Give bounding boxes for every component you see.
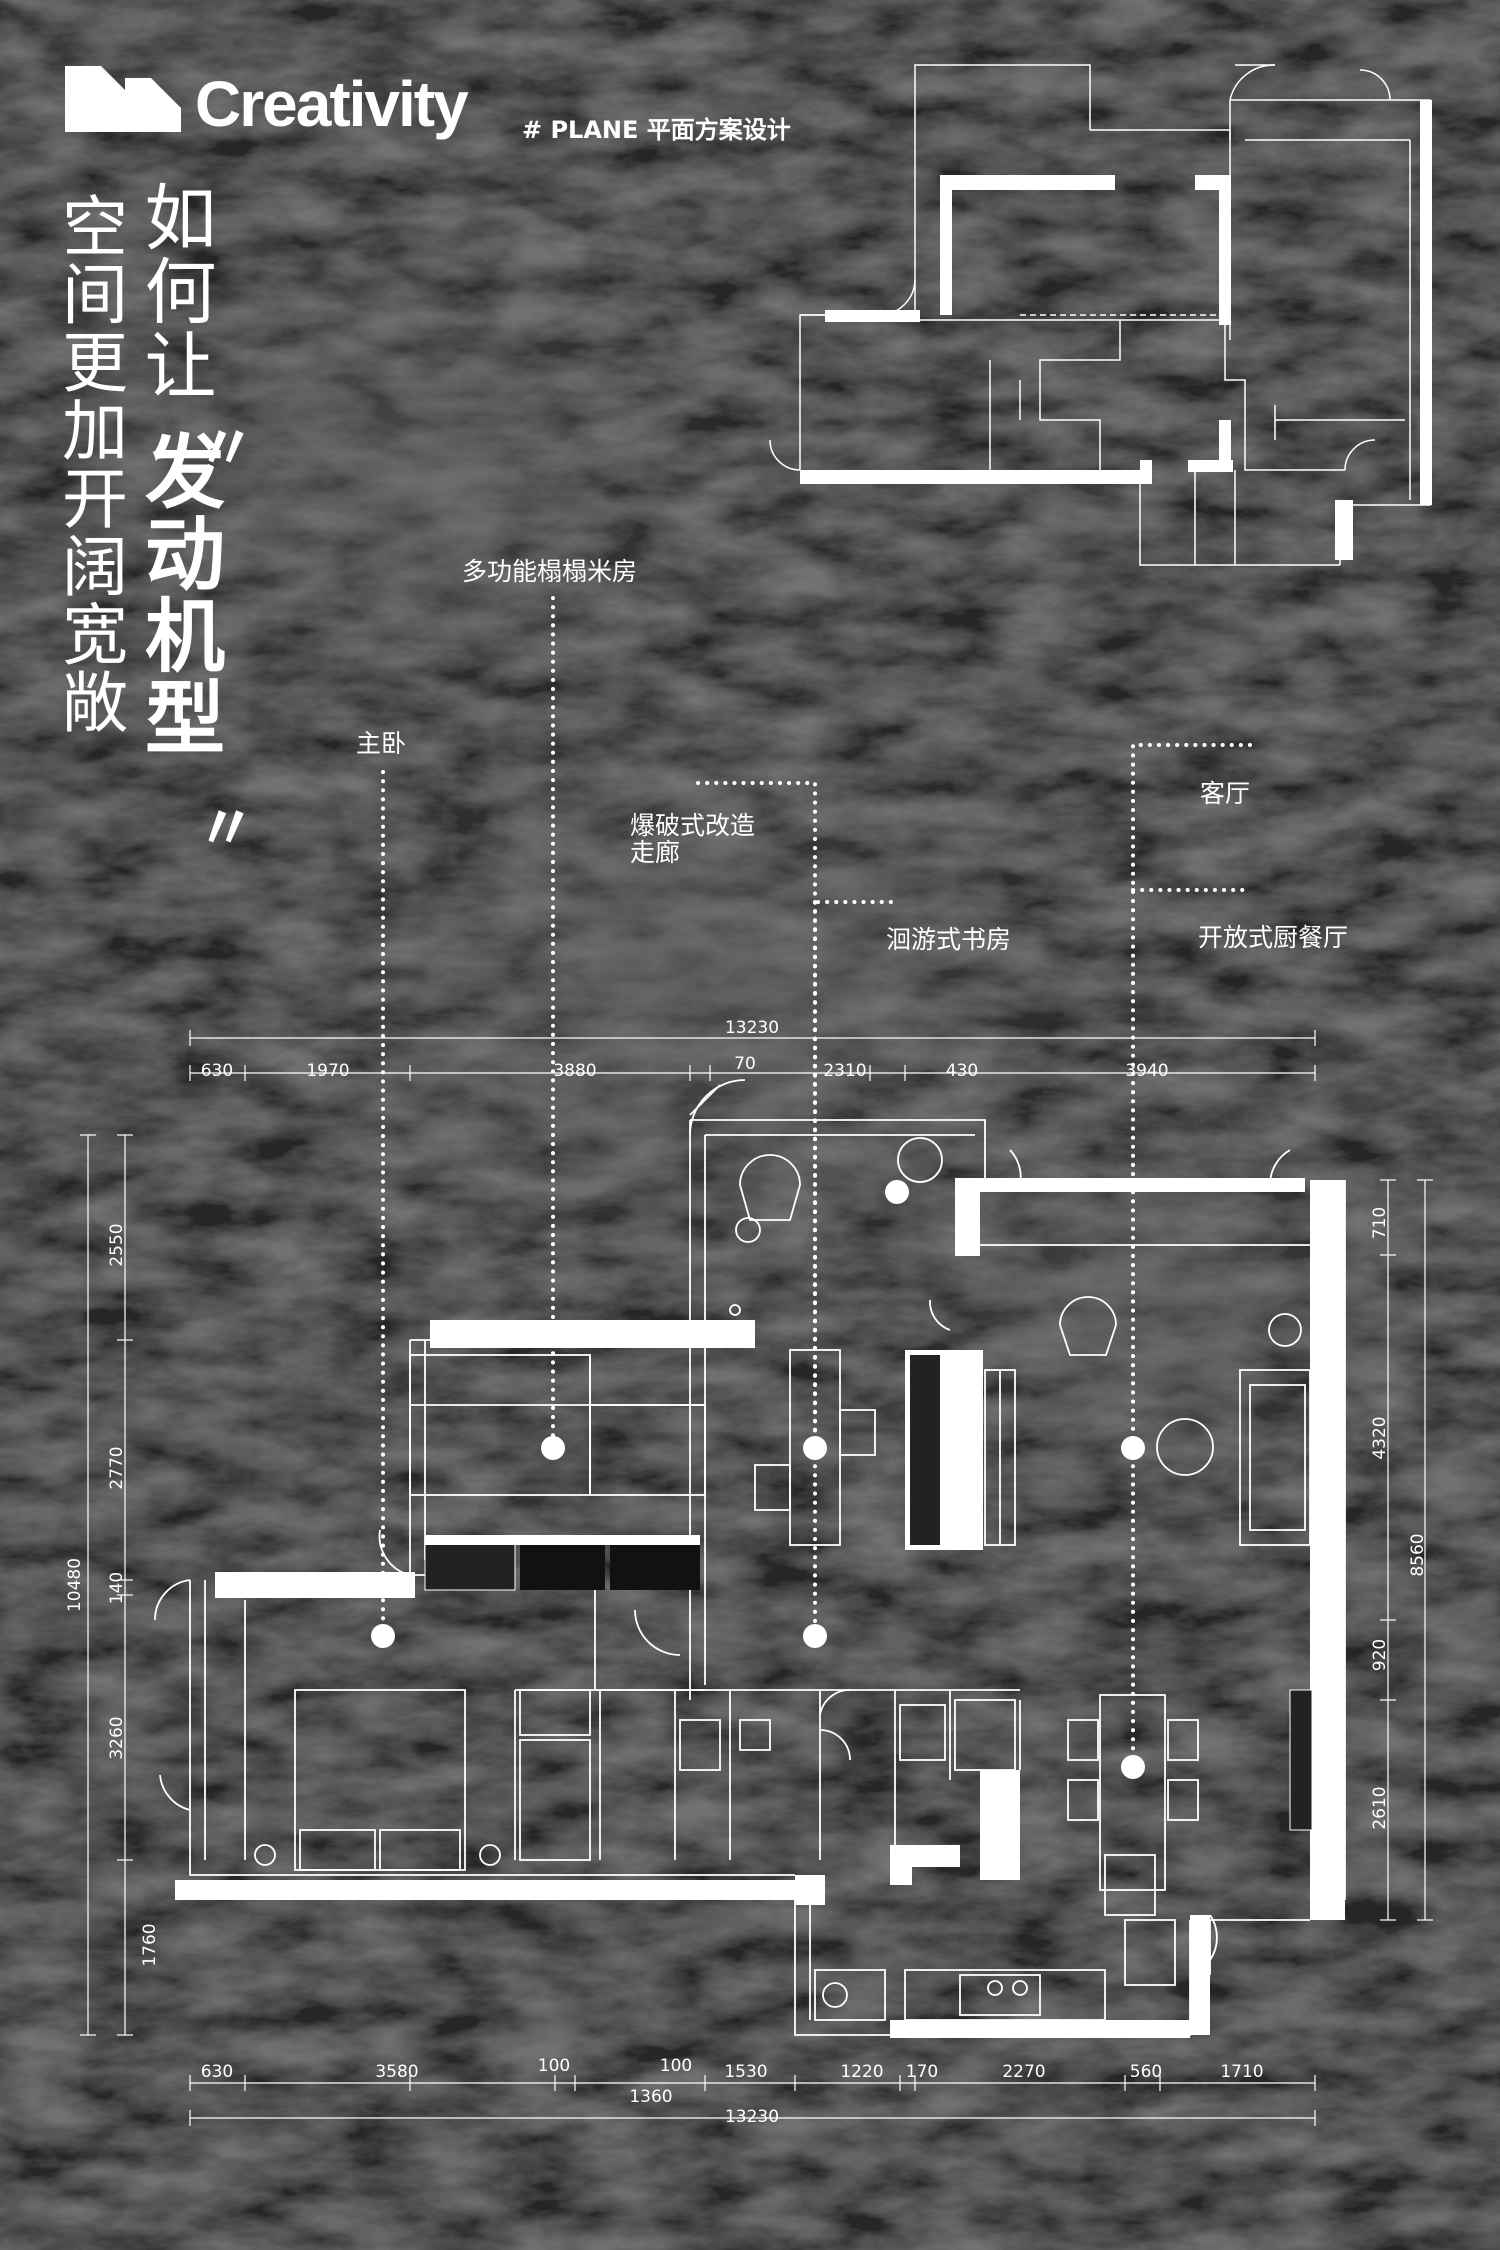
label-study: 洄游式书房 [886, 925, 1012, 954]
dim-bottom: 1530 [724, 2062, 768, 2082]
close-quote: 〃 [196, 794, 256, 864]
dim-bottom: 100 [659, 2056, 693, 2076]
dim-bottom: 560 [1129, 2062, 1163, 2082]
dim-top: 3880 [553, 1061, 597, 1081]
dim-bottom: 170 [905, 2062, 939, 2082]
plan-tag: # PLANE 平面方案设计 [522, 116, 791, 144]
dim-top-total: 13230 [724, 1018, 780, 1038]
label-tatami-room: 多功能榻榻米房 [462, 557, 638, 586]
label-corridor-line2: 走廊 [630, 838, 681, 867]
dim-top: 2310 [823, 1061, 867, 1081]
dim-bottom: 100 [537, 2056, 571, 2076]
dim-bottom-sub: 1360 [629, 2087, 673, 2107]
creativity-logo-icon [65, 66, 181, 132]
dim-bottom: 3580 [375, 2062, 419, 2082]
dim-bottom-total: 13230 [724, 2107, 780, 2127]
dim-top: 70 [734, 1054, 756, 1074]
label-master-bedroom: 主卧 [356, 729, 407, 758]
dim-bottom: 1710 [1220, 2062, 1264, 2082]
dim-top: 1970 [306, 1061, 350, 1081]
headline-highlight: 发动机型 [132, 430, 225, 758]
brand-title: Creativity [195, 68, 469, 140]
headline-left: 空间更加开阔宽敞 [51, 192, 128, 736]
dim-top: 630 [200, 1061, 234, 1081]
dim-bottom: 1220 [840, 2062, 884, 2082]
dim-bottom: 630 [200, 2062, 234, 2082]
label-kitchen-dining: 开放式厨餐厅 [1198, 923, 1349, 952]
label-living-room: 客厅 [1200, 779, 1251, 808]
dim-top: 3940 [1125, 1061, 1169, 1081]
headline-right: 如何让 [132, 180, 216, 402]
dim-top: 430 [945, 1061, 979, 1081]
label-corridor-line1: 爆破式改造 [630, 811, 756, 840]
open-quote: 〃 [196, 414, 256, 484]
dim-bottom: 2270 [1002, 2062, 1046, 2082]
